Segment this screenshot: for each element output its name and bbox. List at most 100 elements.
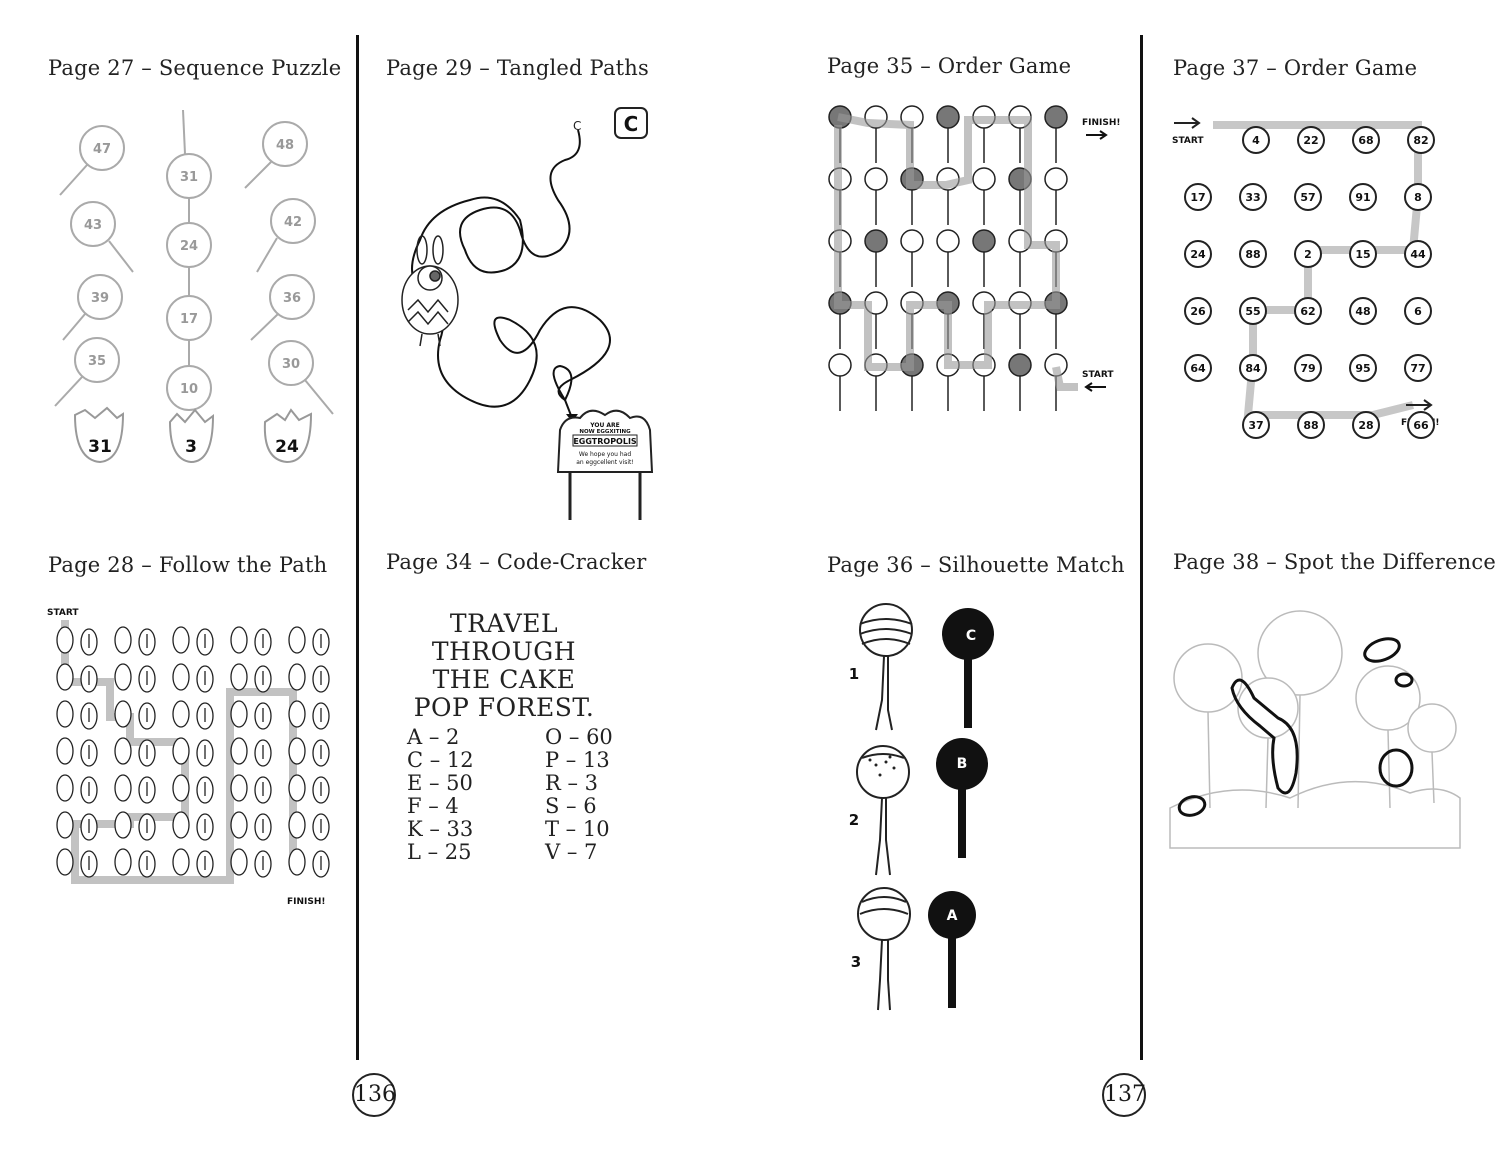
difference-circle-2 (1394, 672, 1414, 688)
code-left-1: A – 2 (407, 725, 460, 749)
number-order-grid: START FINISH! 42268821733579182488215442… (1172, 117, 1440, 439)
order-grid-cell: 88 (1297, 411, 1325, 439)
cakepop-icon (972, 229, 996, 287)
order-number: 66 (1413, 419, 1429, 432)
order-grid-cell: 2 (1294, 240, 1322, 268)
paw-print-icon (56, 737, 98, 767)
silhouette-letter-2: B (957, 756, 968, 772)
order-grid-cell: 84 (1239, 354, 1267, 382)
seq-right-2: 42 (284, 215, 302, 230)
egg-answer-1: 31 (88, 437, 112, 457)
order-grid-cell: 17 (1184, 183, 1212, 211)
panel-title-p29: Page 29 – Tangled Paths (386, 56, 649, 80)
order-start-arrow-icon (1174, 117, 1201, 129)
order-grid-cell: 48 (1349, 297, 1377, 325)
cakepop-icon (1044, 353, 1068, 411)
silhouette-letter-1: C (966, 628, 976, 644)
paw-print-icon (56, 626, 98, 656)
seq-mid-4: 10 (180, 382, 198, 397)
paw-print-icon (288, 811, 330, 841)
code-right-3: R – 3 (545, 771, 599, 795)
sign-line-5: an eggcellent visit! (576, 459, 634, 466)
paw-print-icon (56, 663, 98, 693)
order-number: 64 (1190, 362, 1206, 375)
paw-print-icon (114, 626, 156, 656)
order-grid-cell: 62 (1294, 297, 1322, 325)
order-number: 55 (1245, 305, 1260, 318)
order-number: 95 (1355, 362, 1370, 375)
cakepop-icon (864, 229, 888, 287)
cakepop-icon (972, 167, 996, 225)
seq-mid-1: 31 (180, 170, 198, 185)
difference-circle-5 (1177, 795, 1207, 817)
order-number: 6 (1414, 305, 1422, 318)
order-grid-cell: 33 (1239, 183, 1267, 211)
panel-title-p37: Page 37 – Order Game (1173, 56, 1418, 80)
cakepop-icon (1008, 291, 1032, 349)
sign-line-3: EGGTROPOLIS (573, 437, 637, 446)
order-number: 88 (1245, 248, 1260, 261)
code-key-right: O – 60 P – 13 R – 3 S – 6 T – 10 V – 7 (545, 726, 613, 864)
order-grid-cell: 22 (1297, 126, 1325, 154)
paw-print-icon (230, 774, 272, 804)
panel-title-p38: Page 38 – Spot the Difference (1173, 550, 1496, 574)
order-number: 33 (1245, 191, 1260, 204)
message-line-3: POP FOREST. (413, 693, 595, 722)
order-number: 82 (1413, 134, 1428, 147)
order-grid-cell: 6 (1404, 297, 1432, 325)
sign-line-1: YOU ARE (589, 422, 620, 429)
sign-line-2: NOW EGGXITING (579, 429, 631, 435)
order-number: 28 (1358, 419, 1373, 432)
code-left-6: L – 25 (407, 840, 472, 864)
order-grid-cell: 8 (1404, 183, 1432, 211)
paw-print-icon (230, 811, 272, 841)
cakepop-icon (900, 229, 924, 287)
seq-mid-3: 17 (180, 312, 198, 327)
cake-pop-maze: FINISH! START (828, 105, 1121, 411)
silhouette-number-3: 3 (851, 953, 861, 971)
paw-print-icon (114, 848, 156, 878)
panel-title-p35: Page 35 – Order Game (827, 54, 1072, 78)
paw-print-icon (172, 848, 214, 878)
code-left-2: C – 12 (407, 748, 474, 772)
order-number: 44 (1410, 248, 1426, 261)
order-grid-cell: 44 (1404, 240, 1432, 268)
paw-print-icon (288, 774, 330, 804)
order-number: 79 (1300, 362, 1315, 375)
order-grid-cell: 79 (1294, 354, 1322, 382)
paw-print-icon (172, 737, 214, 767)
paw-print-icon (172, 626, 214, 656)
cakepop-icon (864, 167, 888, 225)
cakepop-finish-label: FINISH! (1082, 118, 1121, 128)
paw-print-icon (288, 848, 330, 878)
panel-title-p34: Page 34 – Code-Cracker (386, 550, 647, 574)
seq-left-3: 39 (91, 291, 109, 306)
left-page-divider (356, 35, 359, 1060)
order-number: 15 (1355, 248, 1370, 261)
cakepop-icon (1044, 105, 1068, 163)
seq-mid-2: 24 (180, 239, 198, 254)
tangled-path-line (411, 129, 611, 408)
seq-left-4: 35 (88, 354, 106, 369)
order-number: 57 (1300, 191, 1315, 204)
seq-right-4: 30 (282, 357, 300, 372)
order-number: 26 (1190, 305, 1206, 318)
paw-print-icon (114, 737, 156, 767)
tangled-paths-illustration: C C YOU ARE NOW EGGXITING EGGTROPOLIS We… (401, 107, 654, 520)
order-grid-cell: 95 (1349, 354, 1377, 382)
message-line-1: TRAVEL THROUGH (431, 609, 577, 666)
path-start-letter: C (573, 119, 581, 133)
footprint-finish-label: FINISH! (287, 897, 326, 907)
panel-title-p36: Page 36 – Silhouette Match (827, 553, 1125, 577)
order-number: 88 (1303, 419, 1318, 432)
order-finish-arrow-icon (1406, 399, 1433, 411)
code-right-4: S – 6 (545, 794, 597, 818)
order-grid-cell: 37 (1242, 411, 1270, 439)
paw-print-icon (114, 774, 156, 804)
cakepop-start-label: START (1082, 370, 1114, 380)
paw-print-icon (114, 700, 156, 730)
eggtropolis-sign: YOU ARE NOW EGGXITING EGGTROPOLIS We hop… (556, 409, 654, 520)
silhouette-letter-3: A (947, 908, 958, 924)
code-right-5: T – 10 (545, 817, 610, 841)
page-number-right: 137 (1102, 1073, 1146, 1117)
